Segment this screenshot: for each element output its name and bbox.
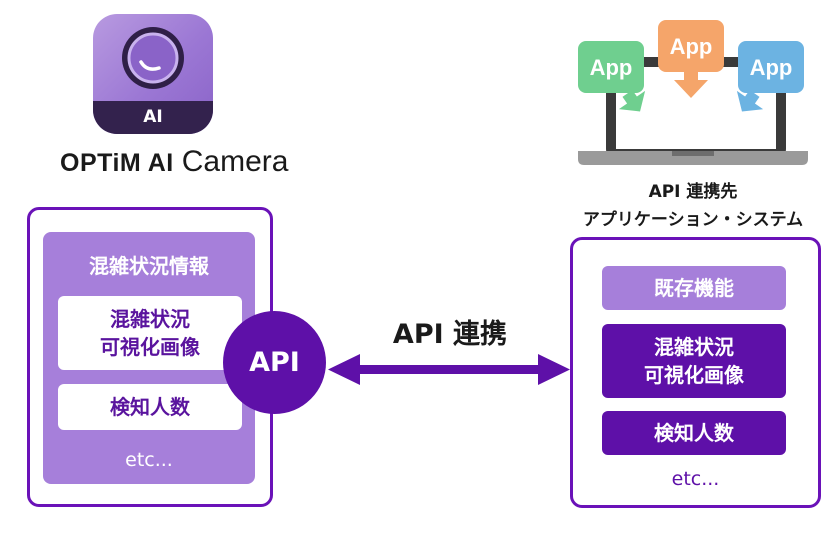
item-line: 混雑状況 bbox=[654, 335, 734, 359]
destination-line-1: API 連携先 bbox=[648, 182, 738, 202]
destination-line-2: アプリケーション・システム bbox=[582, 210, 804, 230]
brand-suffix: Camera bbox=[181, 145, 289, 178]
api-link-label: API 連携 bbox=[392, 319, 508, 350]
app-label: App bbox=[670, 34, 713, 59]
right-etc-label: etc... bbox=[671, 468, 720, 490]
existing-feature-item: 既存機能 bbox=[602, 266, 786, 310]
item-line: 混雑状況 bbox=[110, 307, 190, 331]
item-label: 既存機能 bbox=[654, 276, 734, 300]
optim-ai-camera-app-icon: AI bbox=[93, 14, 213, 134]
people-count-item: 検知人数 bbox=[602, 411, 786, 455]
api-badge: API bbox=[223, 311, 326, 414]
app-label: App bbox=[590, 55, 633, 80]
laptop-with-apps-illustration: App App App bbox=[578, 20, 808, 165]
congestion-visual-image-item: 混雑状況 可視化画像 bbox=[58, 296, 242, 370]
left-etc-label: etc... bbox=[125, 449, 173, 471]
app-bubble-green-icon: App bbox=[578, 41, 646, 112]
item-label: 検知人数 bbox=[110, 395, 190, 419]
item-line: 可視化画像 bbox=[644, 363, 744, 387]
congestion-info-title: 混雑状況情報 bbox=[89, 254, 209, 278]
camera-lens-icon bbox=[122, 27, 184, 89]
brand-name: OPTiM AI bbox=[60, 149, 174, 177]
people-count-item: 検知人数 bbox=[58, 384, 242, 430]
item-label: 検知人数 bbox=[654, 421, 734, 445]
bidirectional-arrow-icon bbox=[328, 354, 570, 385]
item-line: 可視化画像 bbox=[100, 335, 200, 359]
app-label: App bbox=[750, 55, 793, 80]
api-destination-label: API 連携先 アプリケーション・システム bbox=[548, 178, 838, 234]
app-bubble-blue-icon: App bbox=[736, 41, 804, 112]
app-bubble-orange-icon: App bbox=[658, 20, 724, 98]
app-icon-label: AI bbox=[143, 107, 163, 127]
congestion-visual-image-item: 混雑状況 可視化画像 bbox=[602, 324, 786, 398]
laptop-base-icon bbox=[578, 151, 808, 165]
